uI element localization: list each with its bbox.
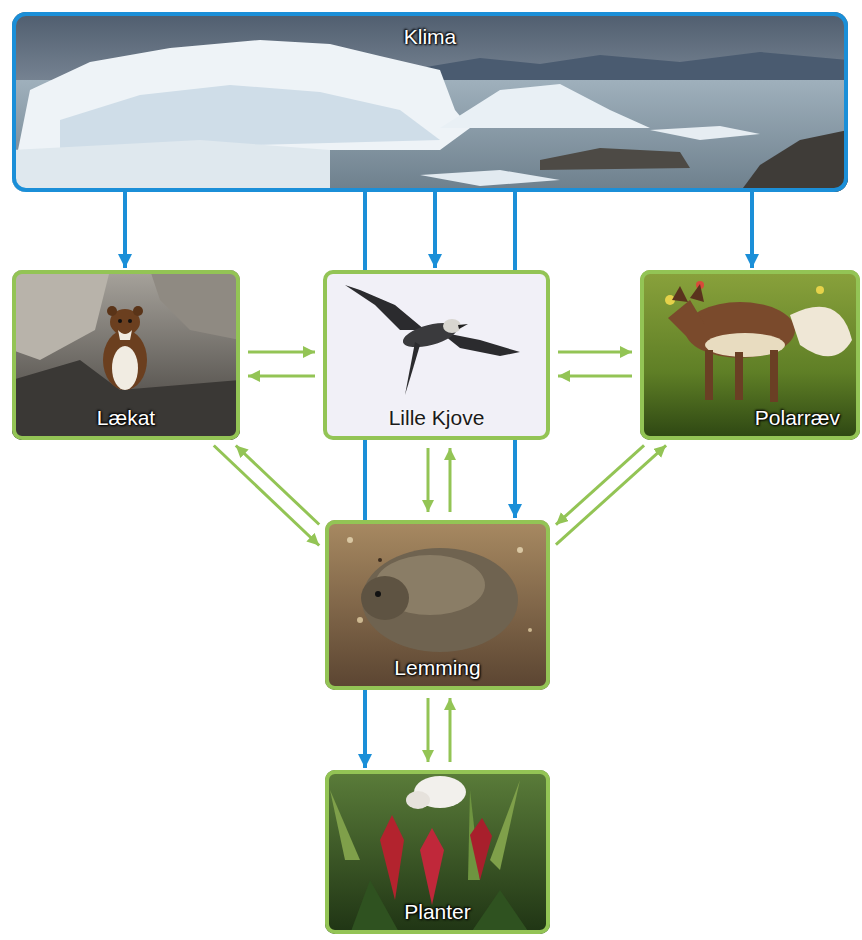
node-label: Lemming <box>394 655 480 680</box>
climate-arrow <box>433 192 437 268</box>
species-box: Lækat <box>12 270 240 440</box>
interaction-arrow <box>556 445 644 524</box>
interaction-arrow <box>248 351 315 354</box>
interaction-arrow <box>449 698 452 762</box>
interaction-arrow <box>236 446 319 525</box>
arctic-fox-photo <box>640 270 860 440</box>
interaction-arrow <box>248 375 315 378</box>
node-label: Polarræv <box>755 405 840 430</box>
climate-photo <box>12 12 848 192</box>
species-box: Lille Kjove <box>323 270 550 440</box>
node-label: Planter <box>404 899 471 924</box>
node-label: Klima <box>404 24 457 49</box>
stoat-photo <box>12 270 240 440</box>
climate-band: Klima <box>12 12 848 192</box>
node-label: Lille Kjove <box>389 405 485 430</box>
interaction-arrow <box>214 446 319 546</box>
skua-photo <box>323 270 550 440</box>
node-label: Lækat <box>97 405 155 430</box>
species-box: Polarræv <box>640 270 860 440</box>
climate-arrow <box>750 192 754 268</box>
interaction-arrow <box>449 448 452 512</box>
interaction-arrow <box>427 698 430 762</box>
climate-arrow <box>123 192 127 268</box>
plants-photo <box>325 770 550 934</box>
interaction-arrow <box>558 375 632 378</box>
species-box: Lemming <box>325 520 550 690</box>
plant-box: Planter <box>325 770 550 934</box>
interaction-arrow <box>427 448 430 512</box>
interaction-arrow <box>556 445 666 544</box>
lemming-photo <box>325 520 550 690</box>
interaction-arrow <box>558 351 632 354</box>
